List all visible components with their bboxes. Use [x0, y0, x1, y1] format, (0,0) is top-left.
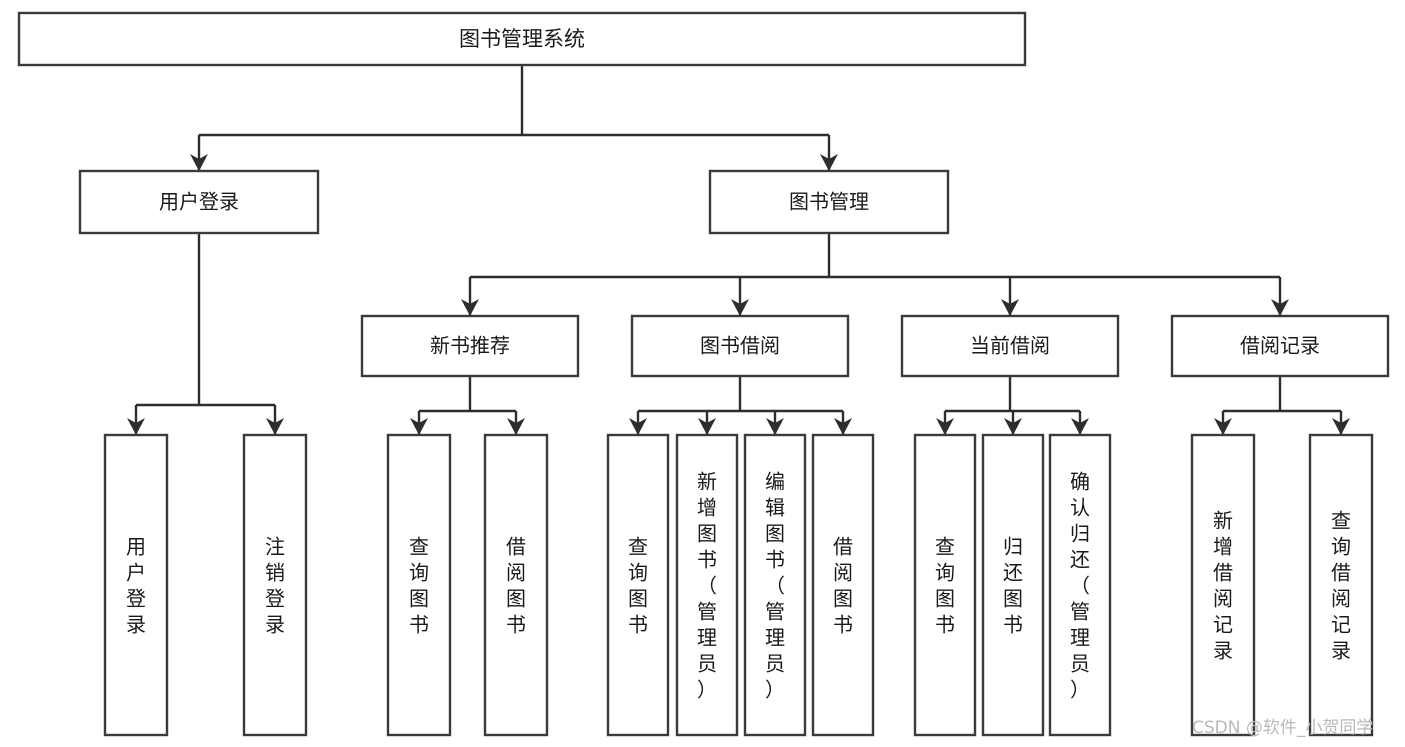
arrow-head — [507, 418, 525, 435]
node-leaf-edit-book-admin[interactable]: 编辑图书（管理员） — [743, 433, 807, 737]
node-leaf-logout-login[interactable]: 注销登录 — [242, 433, 308, 737]
node-box-leaf-user-login[interactable] — [103, 433, 169, 737]
node-box-leaf-logout-login[interactable] — [242, 433, 308, 737]
arrow-head — [936, 418, 954, 435]
node-leaf-query-book-2[interactable]: 查询图书 — [606, 433, 670, 737]
node-box-borrow-record[interactable] — [1170, 314, 1390, 378]
node-box-user-login[interactable] — [78, 169, 320, 235]
node-leaf-return-book[interactable]: 归还图书 — [981, 433, 1045, 737]
node-box-book-manage[interactable] — [708, 169, 950, 235]
node-box-leaf-add-borrow-record[interactable] — [1190, 433, 1256, 737]
csdn-watermark: CSDN @软件_小贺同学 — [1192, 718, 1373, 738]
node-root[interactable]: 图书管理系统 — [17, 11, 1027, 67]
node-label-leaf-edit-book-admin: 编辑图书（管理员） — [765, 469, 785, 701]
node-label-leaf-borrow-book-2: 借阅图书 — [833, 534, 853, 636]
arrow-head — [1271, 299, 1289, 316]
node-box-new-book-recommend[interactable] — [360, 314, 580, 378]
node-label-leaf-query-book-1: 查询图书 — [409, 534, 429, 636]
arrow-head — [820, 154, 838, 171]
node-box-leaf-query-book-3[interactable] — [913, 433, 977, 737]
arrow-head — [766, 418, 784, 435]
node-box-leaf-return-book[interactable] — [981, 433, 1045, 737]
arrow-head — [1332, 418, 1350, 435]
node-box-book-borrow[interactable] — [630, 314, 850, 378]
node-box-leaf-edit-book-admin[interactable] — [743, 433, 807, 737]
node-leaf-query-book-3[interactable]: 查询图书 — [913, 433, 977, 737]
node-box-root[interactable] — [17, 11, 1027, 67]
node-box-leaf-query-borrow-record[interactable] — [1308, 433, 1374, 737]
node-leaf-confirm-return-admin[interactable]: 确认归还（管理员） — [1048, 433, 1112, 737]
node-label-leaf-query-book-3: 查询图书 — [935, 534, 955, 636]
arrow-head — [834, 418, 852, 435]
connector-layer — [127, 65, 1350, 435]
node-box-leaf-confirm-return-admin[interactable] — [1048, 433, 1112, 737]
node-leaf-query-borrow-record[interactable]: 查询借阅记录 — [1308, 433, 1374, 737]
node-box-leaf-borrow-book-1[interactable] — [483, 433, 549, 737]
node-current-borrow[interactable]: 当前借阅 — [900, 314, 1120, 378]
arrow-head — [461, 299, 479, 316]
node-borrow-record[interactable]: 借阅记录 — [1170, 314, 1390, 378]
node-label-leaf-add-book-admin: 新增图书（管理员） — [697, 469, 717, 701]
node-label-user-login: 用户登录 — [159, 190, 239, 214]
node-book-manage[interactable]: 图书管理 — [708, 169, 950, 235]
node-label-new-book-recommend: 新书推荐 — [430, 334, 510, 358]
node-box-current-borrow[interactable] — [900, 314, 1120, 378]
node-leaf-add-borrow-record[interactable]: 新增借阅记录 — [1190, 433, 1256, 737]
arrow-head — [410, 418, 428, 435]
node-leaf-user-login[interactable]: 用户登录 — [103, 433, 169, 737]
node-label-root: 图书管理系统 — [459, 27, 585, 51]
node-label-leaf-logout-login: 注销登录 — [265, 534, 285, 636]
arrow-head — [629, 418, 647, 435]
arrow-head — [1004, 418, 1022, 435]
arrow-head — [1001, 299, 1019, 316]
node-label-leaf-return-book: 归还图书 — [1003, 534, 1023, 636]
node-leaf-add-book-admin[interactable]: 新增图书（管理员） — [675, 433, 739, 737]
node-label-leaf-user-login: 用户登录 — [126, 534, 146, 636]
node-leaf-query-book-1[interactable]: 查询图书 — [386, 433, 452, 737]
node-label-borrow-record: 借阅记录 — [1240, 334, 1320, 358]
arrow-head — [190, 154, 208, 171]
node-box-leaf-query-book-1[interactable] — [386, 433, 452, 737]
arrow-head — [1214, 418, 1232, 435]
node-label-leaf-borrow-book-1: 借阅图书 — [506, 534, 526, 636]
node-book-borrow[interactable]: 图书借阅 — [630, 314, 850, 378]
arrow-head — [698, 418, 716, 435]
node-user-login[interactable]: 用户登录 — [78, 169, 320, 235]
arrow-head — [266, 418, 284, 435]
arrow-head — [127, 418, 145, 435]
node-label-leaf-confirm-return-admin: 确认归还（管理员） — [1070, 469, 1090, 701]
arrow-head — [731, 299, 749, 316]
node-label-leaf-query-book-2: 查询图书 — [628, 534, 648, 636]
node-box-leaf-borrow-book-2[interactable] — [811, 433, 875, 737]
arrow-head — [1071, 418, 1089, 435]
node-label-current-borrow: 当前借阅 — [970, 334, 1050, 358]
node-leaf-borrow-book-2[interactable]: 借阅图书 — [811, 433, 875, 737]
node-new-book-recommend[interactable]: 新书推荐 — [360, 314, 580, 378]
node-box-leaf-add-book-admin[interactable] — [675, 433, 739, 737]
node-layer: 图书管理系统用户登录图书管理新书推荐图书借阅当前借阅借阅记录用户登录注销登录查询… — [17, 11, 1390, 737]
node-label-book-borrow: 图书借阅 — [700, 334, 780, 358]
node-label-book-manage: 图书管理 — [789, 190, 869, 214]
node-leaf-borrow-book-1[interactable]: 借阅图书 — [483, 433, 549, 737]
node-label-leaf-query-borrow-record: 查询借阅记录 — [1331, 508, 1351, 662]
node-box-leaf-query-book-2[interactable] — [606, 433, 670, 737]
node-label-leaf-add-borrow-record: 新增借阅记录 — [1213, 508, 1233, 662]
